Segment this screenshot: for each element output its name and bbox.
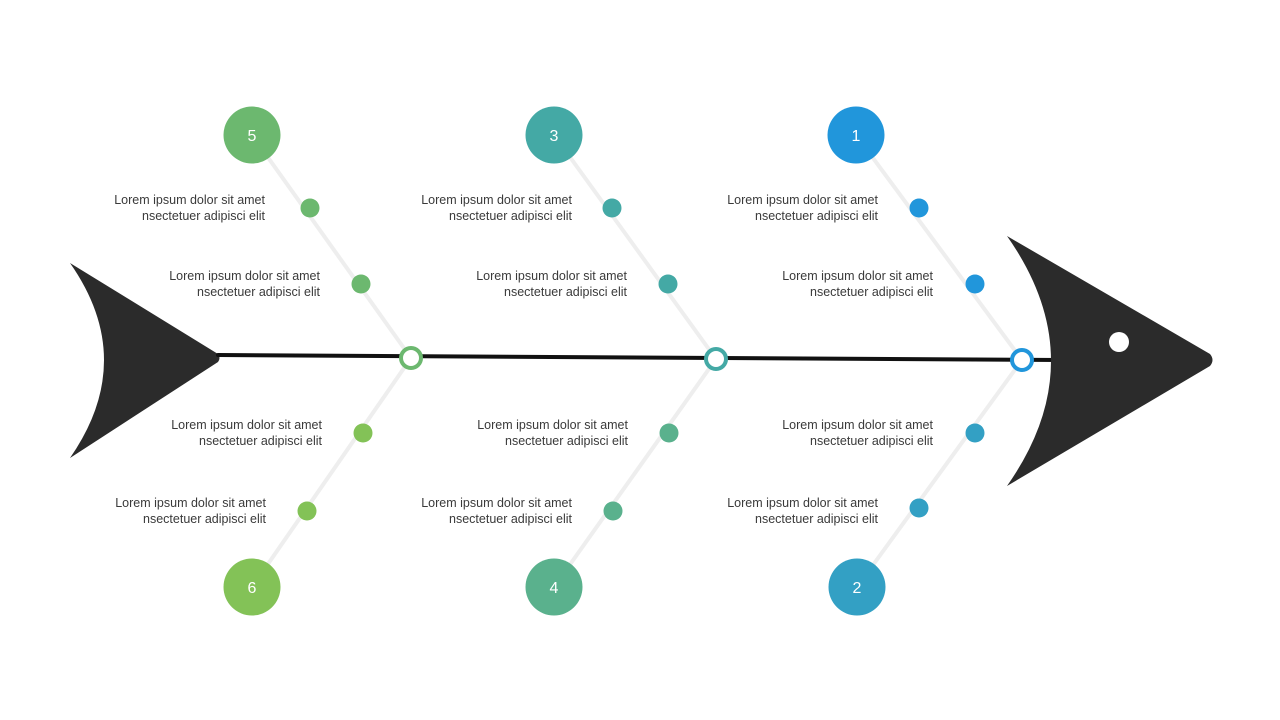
branch-badge-circle	[827, 106, 885, 164]
fish-head-shape	[1007, 236, 1213, 486]
cause-label-line1: Lorem ipsum dolor sit amet	[169, 269, 320, 283]
cause-label: Lorem ipsum dolor sit amet nsectetuer adi…	[312, 192, 572, 224]
branch-number: 1	[852, 128, 861, 145]
cause-dot	[909, 498, 929, 518]
spine-joint	[704, 347, 728, 371]
cause-label: Lorem ipsum dolor sit amet nsectetuer adi…	[62, 417, 322, 449]
branch-badge-2: 2	[828, 558, 886, 616]
fish-tail-shape	[70, 263, 220, 458]
cause-label: Lorem ipsum dolor sit amet nsectetuer adi…	[60, 268, 320, 300]
cause-label-line1: Lorem ipsum dolor sit amet	[727, 193, 878, 207]
cause-label-line1: Lorem ipsum dolor sit amet	[727, 496, 878, 510]
cause-label: Lorem ipsum dolor sit amet nsectetuer adi…	[312, 495, 572, 527]
cause-label: Lorem ipsum dolor sit amet nsectetuer adi…	[618, 192, 878, 224]
cause-label-line1: Lorem ipsum dolor sit amet	[421, 496, 572, 510]
cause-dot	[965, 423, 985, 443]
cause-label: Lorem ipsum dolor sit amet nsectetuer adi…	[368, 417, 628, 449]
cause-label-line2: nsectetuer adipisci elit	[755, 209, 878, 223]
cause-dot	[351, 274, 371, 294]
branch-badge-circle	[223, 106, 281, 164]
cause-label-line1: Lorem ipsum dolor sit amet	[115, 496, 266, 510]
branch-badge-3: 3	[525, 106, 583, 164]
branch-number: 3	[550, 128, 559, 145]
cause-label-line2: nsectetuer adipisci elit	[142, 209, 265, 223]
cause-dot	[603, 501, 623, 521]
cause-dot	[965, 274, 985, 294]
cause-label-line2: nsectetuer adipisci elit	[810, 285, 933, 299]
markers-layer: 5 6 3 4 1 2	[223, 106, 1034, 616]
cause-label-line1: Lorem ipsum dolor sit amet	[421, 193, 572, 207]
cause-label-line1: Lorem ipsum dolor sit amet	[782, 269, 933, 283]
cause-label-line1: Lorem ipsum dolor sit amet	[476, 269, 627, 283]
cause-label-line2: nsectetuer adipisci elit	[197, 285, 320, 299]
cause-label-line2: nsectetuer adipisci elit	[199, 434, 322, 448]
cause-label: Lorem ipsum dolor sit amet nsectetuer adi…	[5, 192, 265, 224]
branch-bone-2	[855, 358, 1024, 589]
branch-bone-5	[250, 133, 413, 360]
cause-label-line1: Lorem ipsum dolor sit amet	[477, 418, 628, 432]
cause-label-line2: nsectetuer adipisci elit	[504, 285, 627, 299]
spine-joint	[1010, 348, 1034, 372]
cause-dot	[909, 198, 929, 218]
cause-label-line2: nsectetuer adipisci elit	[505, 434, 628, 448]
branch-badge-4: 4	[525, 558, 583, 616]
branch-bone-1	[854, 133, 1024, 362]
branch-number: 6	[248, 580, 257, 597]
branch-badge-5: 5	[223, 106, 281, 164]
branch-badge-circle	[525, 558, 583, 616]
branch-badge-6: 6	[223, 558, 281, 616]
spine-joint	[399, 346, 423, 370]
cause-dot	[300, 198, 320, 218]
cause-label-line2: nsectetuer adipisci elit	[143, 512, 266, 526]
cause-dot	[297, 501, 317, 521]
branch-bone-3	[552, 133, 718, 361]
fish-eye	[1109, 332, 1129, 352]
cause-label-line1: Lorem ipsum dolor sit amet	[114, 193, 265, 207]
branch-number: 5	[248, 128, 257, 145]
branch-badge-circle	[525, 106, 583, 164]
branch-badge-1: 1	[827, 106, 885, 164]
branch-bone-4	[552, 357, 718, 589]
cause-label: Lorem ipsum dolor sit amet nsectetuer adi…	[618, 495, 878, 527]
cause-label-line1: Lorem ipsum dolor sit amet	[171, 418, 322, 432]
branch-badge-circle	[223, 558, 281, 616]
cause-dot	[658, 274, 678, 294]
cause-label-line2: nsectetuer adipisci elit	[810, 434, 933, 448]
fish-spine	[216, 353, 1062, 362]
cause-label: Lorem ipsum dolor sit amet nsectetuer adi…	[6, 495, 266, 527]
cause-label: Lorem ipsum dolor sit amet nsectetuer adi…	[673, 417, 933, 449]
bones-layer	[250, 133, 1024, 589]
cause-dot	[602, 198, 622, 218]
branch-bone-6	[250, 356, 413, 589]
cause-label-line1: Lorem ipsum dolor sit amet	[782, 418, 933, 432]
branch-badge-circle	[828, 558, 886, 616]
branch-number: 2	[853, 580, 862, 597]
cause-label-line2: nsectetuer adipisci elit	[755, 512, 878, 526]
cause-dot	[353, 423, 373, 443]
cause-dot	[659, 423, 679, 443]
branch-number: 4	[550, 580, 559, 597]
cause-label: Lorem ipsum dolor sit amet nsectetuer adi…	[367, 268, 627, 300]
cause-label-line2: nsectetuer adipisci elit	[449, 512, 572, 526]
cause-label-line2: nsectetuer adipisci elit	[449, 209, 572, 223]
cause-label: Lorem ipsum dolor sit amet nsectetuer adi…	[673, 268, 933, 300]
